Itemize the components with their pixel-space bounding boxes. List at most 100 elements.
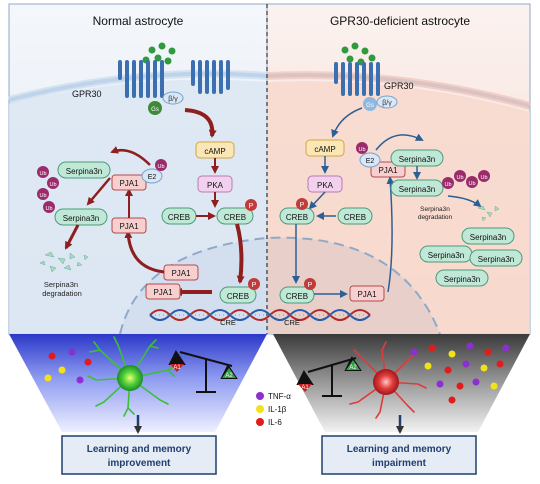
right-degradation-label-2: degradation	[418, 214, 453, 221]
left-arrow-ub-transfer	[110, 146, 151, 166]
svg-text:Ub: Ub	[45, 206, 52, 212]
left-outcome-line2: improvement	[108, 458, 171, 469]
left-outcome-line1: Learning and memory	[87, 444, 192, 455]
svg-text:PJA1: PJA1	[357, 290, 377, 299]
left-arrow-to-nucleus	[235, 223, 245, 284]
svg-text:Serpina3n: Serpina3n	[478, 255, 514, 264]
left-nuclear-creb-box	[219, 286, 257, 304]
right-gs-label: Gs	[366, 103, 374, 109]
left-serpina3n-box-top	[57, 161, 111, 179]
svg-text:PJA1: PJA1	[378, 166, 398, 175]
left-degradation-label: Serpina3n degradation	[42, 280, 82, 298]
svg-text:PJA1: PJA1	[171, 269, 191, 278]
legend-label-il6: IL-6	[268, 418, 282, 427]
svg-text:P: P	[249, 203, 254, 210]
right-by-subunit	[376, 95, 398, 109]
left-serpina3n-box-ub	[54, 208, 108, 226]
legend-swatch-il6	[256, 418, 264, 426]
right-accumulated-serpina3n	[419, 227, 523, 287]
dna-helix	[149, 309, 371, 321]
svg-text:A2: A2	[349, 365, 357, 371]
left-cre-label: CRE	[220, 318, 236, 327]
svg-text:P: P	[308, 282, 313, 289]
left-phospho-1	[245, 199, 257, 211]
svg-text:E2: E2	[366, 158, 375, 165]
left-degradation-fragments	[39, 251, 89, 273]
right-phospho-2	[304, 278, 316, 290]
left-gpr30-label: GPR30	[72, 89, 102, 99]
right-gpr30-receptor	[334, 62, 380, 96]
nuclear-envelope	[119, 236, 441, 335]
svg-text:A2: A2	[225, 373, 233, 379]
left-gpr30-receptor	[118, 60, 164, 98]
left-ub-e2	[155, 159, 167, 171]
right-arrow-pka-creb	[308, 191, 326, 210]
svg-text:cAMP: cAMP	[314, 145, 335, 154]
legend-swatch-il1b	[256, 405, 264, 413]
svg-text:Ub: Ub	[358, 147, 365, 153]
right-astrocyte-body	[373, 369, 399, 395]
right-creb-box	[337, 207, 373, 225]
svg-text:Ub: Ub	[39, 193, 46, 199]
svg-text:Serpina3n: Serpina3n	[63, 214, 99, 223]
right-cre-label: CRE	[284, 318, 300, 327]
right-a1-marker	[298, 384, 312, 392]
right-serpina3n-box-ub	[390, 179, 444, 197]
svg-text:Serpina3n: Serpina3n	[428, 251, 464, 260]
legend-label-il1b: IL-1β	[268, 405, 287, 414]
svg-text:Serpina3n: Serpina3n	[66, 167, 102, 176]
right-arrow-gs-camp	[331, 107, 363, 138]
svg-text:Serpina3n: Serpina3n	[399, 185, 435, 194]
left-creb-label: CREB	[168, 213, 190, 222]
right-a2-marker	[346, 360, 360, 370]
left-arrow-gs-camp	[184, 108, 217, 138]
right-degradation-fragments	[477, 205, 500, 222]
left-arrow-degradation	[64, 224, 80, 250]
svg-text:PJA1: PJA1	[119, 222, 139, 231]
right-pcreb-box	[279, 207, 315, 225]
right-outcome-line1: Learning and memory	[347, 444, 452, 455]
svg-text:Ub: Ub	[157, 164, 164, 170]
right-outcome-box	[321, 435, 477, 475]
right-gs-subunit	[363, 97, 377, 111]
left-by-subunit	[162, 91, 184, 105]
left-by-label: β/γ	[168, 96, 178, 103]
left-pcreb-label: CREB	[224, 213, 246, 222]
svg-text:CREB: CREB	[286, 292, 308, 301]
right-ub-chain	[442, 170, 490, 189]
svg-text:Ub: Ub	[456, 175, 463, 181]
svg-text:A1: A1	[301, 385, 309, 391]
left-cytokine-dots	[44, 348, 92, 384]
left-a2-marker	[222, 368, 236, 378]
right-arrow-pja1-export	[386, 176, 395, 293]
svg-text:CREB: CREB	[344, 213, 366, 222]
right-phospho-1	[296, 198, 308, 210]
left-arrow-pja1-export	[124, 230, 165, 274]
left-nuclear-creb-label: CREB	[227, 292, 249, 301]
right-gpr30-label: GPR30	[384, 81, 414, 91]
svg-text:E2: E2	[148, 174, 157, 181]
right-arrow-degradation	[447, 195, 482, 208]
right-e2	[359, 152, 381, 168]
right-by-label: β/γ	[382, 100, 392, 107]
svg-text:P: P	[300, 202, 305, 209]
left-pcreb-box	[216, 207, 254, 225]
right-outcome-line2: impairment	[372, 458, 427, 469]
svg-text:Serpina3n: Serpina3n	[399, 155, 435, 164]
left-pja1-box-top	[111, 174, 147, 191]
svg-text:PJA1: PJA1	[119, 179, 139, 188]
right-cytokine-dots	[410, 342, 510, 404]
svg-text:Serpina3n: Serpina3n	[444, 275, 480, 284]
svg-text:Ub: Ub	[39, 171, 46, 177]
right-ub-e2	[356, 142, 368, 154]
right-nuclear-creb-box	[279, 286, 315, 304]
left-outcome-box	[61, 435, 217, 475]
left-phospho-2	[248, 278, 260, 290]
svg-text:A1: A1	[173, 365, 181, 371]
svg-text:PKA: PKA	[317, 181, 334, 190]
left-e2	[141, 168, 163, 184]
left-gs-label: Gs	[151, 107, 159, 113]
legend-swatch-tnf	[256, 392, 264, 400]
left-ub-chain	[37, 166, 59, 213]
